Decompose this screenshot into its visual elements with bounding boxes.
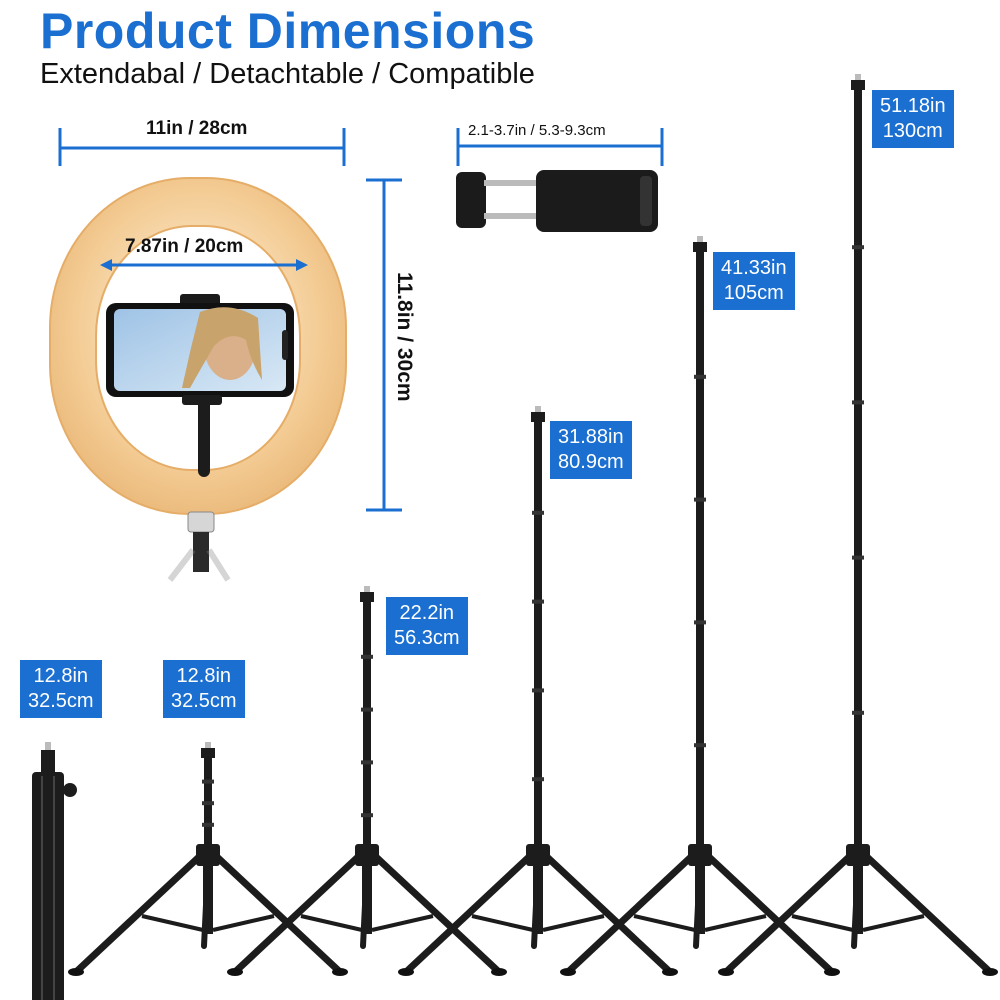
stand-leg-right xyxy=(371,852,503,976)
stand-5-height-badge: 41.33in 105cm xyxy=(713,252,795,310)
stand-knob xyxy=(63,783,77,797)
stand-hub xyxy=(355,844,379,866)
stand-screw xyxy=(855,74,861,82)
ring-mount xyxy=(167,511,231,582)
stand-pole xyxy=(363,602,371,850)
stand-head xyxy=(201,748,215,758)
stand-leg-right xyxy=(542,852,674,976)
stand-head xyxy=(851,80,865,90)
tripod-stand-6 xyxy=(718,74,998,976)
stand-leg-back xyxy=(201,861,211,949)
stand-screw xyxy=(205,742,211,750)
ring-inner-diameter-label: 7.87in / 20cm xyxy=(125,236,244,257)
stand-screw xyxy=(697,236,703,244)
stand-pole xyxy=(534,422,542,850)
stand-6-height-cm: 130cm xyxy=(882,120,943,142)
folded-legs xyxy=(32,772,64,1000)
tripod-stand-2 xyxy=(68,742,348,976)
stand-hub xyxy=(846,844,870,866)
stand-leg-back xyxy=(360,861,370,949)
stand-head xyxy=(360,592,374,602)
page-subtitle: Extendabal / Detachtable / Compatible xyxy=(40,58,535,90)
stand-hub xyxy=(688,844,712,866)
stand-leg-back xyxy=(851,861,861,949)
stand-pole xyxy=(696,252,704,850)
stand-leg-left xyxy=(231,852,363,976)
stand-2-height-in: 12.8in xyxy=(176,665,232,687)
stand-pole xyxy=(854,90,862,850)
phone-holder-dimension xyxy=(456,128,664,166)
stand-4-height-in: 31.88in xyxy=(558,426,624,448)
stand-3-height-in: 22.2in xyxy=(399,602,455,624)
stand-leg-left xyxy=(402,852,534,976)
stand-1-height-badge: 12.8in 32.5cm xyxy=(20,660,102,718)
ring-width-label: 11in / 28cm xyxy=(146,118,248,139)
stand-leg-right xyxy=(212,852,344,976)
stand-leg-right xyxy=(862,852,994,976)
ring-height-dimension xyxy=(366,178,402,512)
stand-6-height-badge: 51.18in 130cm xyxy=(872,90,954,148)
phone-holder xyxy=(456,170,658,232)
tripod-stand-5 xyxy=(560,236,840,976)
stand-head xyxy=(531,412,545,422)
stand-4-height-badge: 31.88in 80.9cm xyxy=(550,421,632,479)
tripod-stand-1 xyxy=(32,742,77,1000)
stand-2-height-cm: 32.5cm xyxy=(171,690,237,712)
stand-5-height-cm: 105cm xyxy=(723,282,784,304)
stands-layer xyxy=(32,74,998,1000)
stand-1-height-in: 12.8in xyxy=(33,665,89,687)
ring-height-label: 11.8in / 30cm xyxy=(393,272,416,402)
stand-screw xyxy=(45,742,51,752)
page-title: Product Dimensions xyxy=(40,3,536,59)
stand-leg-back xyxy=(693,861,703,949)
stand-3-height-cm: 56.3cm xyxy=(394,627,460,649)
stand-5-height-in: 41.33in xyxy=(721,257,787,279)
stand-4-height-cm: 80.9cm xyxy=(558,451,624,473)
stand-6-height-in: 51.18in xyxy=(880,95,946,117)
phone-holder-range-label: 2.1-3.7in / 5.3-9.3cm xyxy=(468,122,606,139)
phone-in-ring xyxy=(106,294,294,477)
tripod-stand-4 xyxy=(398,406,678,976)
stand-head xyxy=(693,242,707,252)
stand-2-height-badge: 12.8in 32.5cm xyxy=(163,660,245,718)
stand-head xyxy=(41,750,55,772)
stand-hub xyxy=(526,844,550,866)
stand-leg-left xyxy=(722,852,854,976)
stand-screw xyxy=(364,586,370,594)
stand-leg-left xyxy=(72,852,204,976)
stand-leg-right xyxy=(704,852,836,976)
stand-1-height-cm: 32.5cm xyxy=(28,690,94,712)
tripod-stand-3 xyxy=(227,586,507,976)
stand-hub xyxy=(196,844,220,866)
stand-screw xyxy=(535,406,541,414)
stand-leg-left xyxy=(564,852,696,976)
stand-3-height-badge: 22.2in 56.3cm xyxy=(386,597,468,655)
stand-leg-back xyxy=(531,861,541,949)
ring-width-dimension xyxy=(58,128,346,166)
